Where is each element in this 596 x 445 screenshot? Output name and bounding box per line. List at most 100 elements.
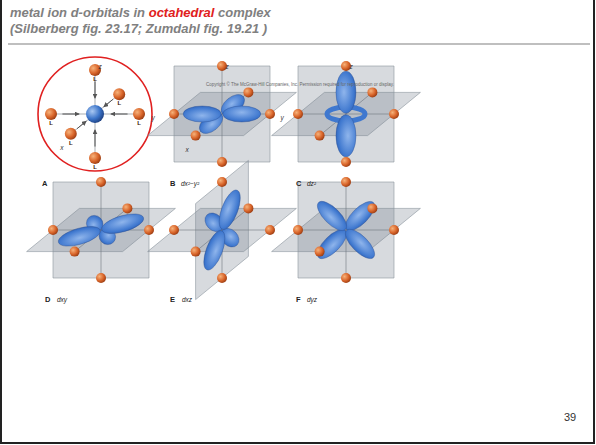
title-line: metal ion d-orbitals in octahedralcomplex <box>10 5 271 21</box>
panel-letter: D <box>45 295 50 304</box>
label-holder: z <box>225 55 228 73</box>
approach-arrow <box>104 99 113 107</box>
panel-letter: E <box>170 295 175 304</box>
title-text: complex <box>218 5 271 20</box>
ligand-ball <box>217 157 227 167</box>
orbital-lobe <box>56 223 102 250</box>
label-holder: L <box>117 91 121 109</box>
ligand-ball <box>367 203 377 213</box>
orbital-lobe <box>341 225 379 263</box>
approach-arrow <box>95 130 96 147</box>
page-number: 39 <box>564 411 576 423</box>
ligand-label: L <box>69 140 73 146</box>
ligand-ball <box>243 87 253 97</box>
ligand-label: L <box>93 76 97 82</box>
orbital-name: dz² <box>307 180 316 187</box>
orbital-lobe <box>336 71 356 113</box>
panel-letter: B <box>170 179 175 188</box>
ligand-ball <box>113 88 125 100</box>
ligand-label: L <box>137 120 141 126</box>
copyright-note: Copyright © The McGraw-Hill Companies, I… <box>206 82 394 87</box>
label-holder: z <box>98 55 101 73</box>
ligand-ball <box>217 273 227 283</box>
label-holder: A <box>42 172 47 190</box>
axis-line <box>346 178 347 282</box>
title-text: metal ion d-orbitals in <box>10 5 145 20</box>
ligand-ball <box>169 109 179 119</box>
ligand-ball <box>169 225 179 235</box>
ligand-ball <box>144 225 154 235</box>
orbital-lobe <box>341 197 379 235</box>
axis-label: x <box>186 146 189 153</box>
ligand-label: L <box>93 164 97 170</box>
ligand-ball <box>243 203 253 213</box>
ligand-ball <box>315 247 325 257</box>
label-holder: y <box>280 106 283 124</box>
orbital-lobe <box>100 210 146 237</box>
panel-letter: F <box>296 295 301 304</box>
label-holder: y <box>151 106 154 124</box>
ligand-ball <box>65 128 77 140</box>
ligand-ball <box>217 177 227 187</box>
axis-label: y <box>280 114 283 121</box>
label-holder: dz² <box>307 172 316 190</box>
label-holder: dxy <box>57 288 67 306</box>
label-holder: dyz <box>307 288 317 306</box>
orbital-lobe <box>223 106 261 122</box>
orbital-name: dxy <box>57 296 67 303</box>
ligand-ball <box>122 203 132 213</box>
orbital-lobe <box>313 225 351 263</box>
ligand-ball <box>96 177 106 187</box>
label-holder: F <box>296 288 301 306</box>
panel-letter: A <box>42 179 47 188</box>
orbital-lobe <box>336 115 356 157</box>
slide-title: metal ion d-orbitals in octahedralcomplex… <box>10 5 271 37</box>
highlight-word: octahedral <box>149 5 215 20</box>
ligand-ball <box>96 273 106 283</box>
source-reference: (Silberberg fig. 23.17; Zumdahl fig. 19.… <box>10 21 267 36</box>
ligand-label: L <box>49 120 53 126</box>
title-line: (Silberberg fig. 23.17; Zumdahl fig. 19.… <box>10 21 271 37</box>
ligand-ball <box>293 109 303 119</box>
label-holder: z <box>349 55 352 73</box>
ligand-ball <box>341 273 351 283</box>
approach-arrow <box>95 81 96 98</box>
label-holder: x <box>186 138 189 156</box>
orbital-name: dyz <box>307 296 317 303</box>
label-holder: L <box>69 131 73 149</box>
ligand-ball <box>389 109 399 119</box>
orbital-name: dx²−y² <box>181 180 199 187</box>
orbital-lobe <box>215 187 245 232</box>
orbital-name: dxz <box>182 296 192 303</box>
label-holder: dx²−y² <box>181 172 199 190</box>
highlight-circle <box>38 57 152 171</box>
label-holder: 39 <box>564 407 576 425</box>
ligand-label: L <box>117 100 121 106</box>
axis-label: y <box>151 114 154 121</box>
approach-arrow <box>77 121 86 129</box>
axis-label: x <box>60 144 63 151</box>
ligand-ball <box>191 247 201 257</box>
label-holder: L <box>49 111 53 129</box>
metal-ion <box>86 105 104 123</box>
orbital-lobe <box>313 197 351 235</box>
label-holder: x <box>60 136 63 154</box>
ligand-ball <box>48 225 58 235</box>
ligand-ball <box>133 108 145 120</box>
ligand-ball <box>45 108 57 120</box>
label-holder: L <box>93 67 97 85</box>
ligand-ball <box>265 225 275 235</box>
ligand-ball <box>389 225 399 235</box>
label-holder: E <box>170 288 175 306</box>
orbital-lobe <box>183 106 221 122</box>
axis-label: z <box>349 63 352 70</box>
ligand-ball <box>341 157 351 167</box>
label-holder: B <box>170 172 175 190</box>
label-holder: C <box>296 172 301 190</box>
ligand-ball <box>265 109 275 119</box>
axis-line <box>222 62 223 166</box>
approach-arrow <box>111 114 128 115</box>
title-rule <box>8 43 590 45</box>
